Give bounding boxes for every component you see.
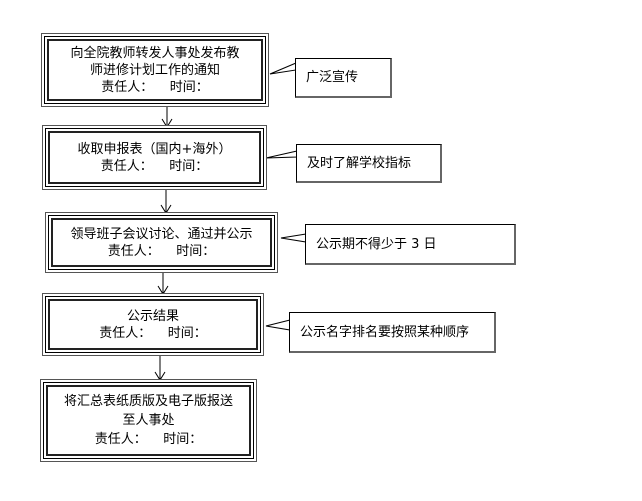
step-responsible: 责任人： 时间：: [101, 79, 209, 95]
callout-text: 及时了解学校指标: [307, 155, 412, 171]
callout-text: 公示期不得少于 3 日: [316, 236, 437, 252]
callout-pointer-1: [269, 62, 297, 75]
flow-step-2: 收取申报表（国内+海外） 责任人： 时间：: [45, 128, 264, 187]
callout-note-2: 及时了解学校指标: [296, 144, 442, 183]
step-text: 将汇总表纸质版及电子版报送: [63, 394, 233, 409]
callout-note-3: 公示期不得少于 3 日: [305, 224, 516, 265]
callout-text: 公示名字排名要按照某种顺序: [300, 324, 470, 340]
step-frame: [48, 131, 261, 184]
callout-text: 广泛宣传: [306, 70, 359, 85]
step-responsible: 责任人： 时间：: [94, 432, 203, 447]
step-responsible: 责任人： 时间：: [107, 243, 216, 259]
step-text: 至人事处: [122, 413, 175, 428]
arrowhead-1-2: [161, 118, 173, 128]
step-text: 收取申报表（国内+海外）: [77, 141, 232, 157]
arrowhead-3-4: [157, 285, 169, 295]
step-responsible: 责任人： 时间：: [99, 325, 207, 341]
step-frame: [48, 299, 258, 350]
callout-pointer-2: [265, 150, 298, 159]
flow-step-1: 向全院教师转发人事处发布教 师进修计划工作的通知 责任人： 时间：: [44, 36, 266, 104]
step-text: 领导班子会议讨论、通过并公示: [70, 226, 253, 242]
step-responsible: 责任人： 时间：: [100, 158, 209, 174]
step-frame: [46, 385, 251, 456]
arrowhead-2-3: [160, 204, 172, 214]
step-text: 向全院教师转发人事处发布教: [70, 45, 240, 61]
callout-note-4: 公示名字排名要按照某种顺序: [289, 312, 496, 353]
step-frame: [51, 218, 272, 267]
step-frame: [47, 39, 263, 101]
step-text: 师进修计划工作的通知: [89, 62, 220, 78]
callout-pointer-4: [265, 319, 291, 331]
callout-note-1: 广泛宣传: [295, 58, 392, 98]
flow-step-5: 将汇总表纸质版及电子版报送 至人事处 责任人： 时间：: [43, 382, 254, 459]
arrowhead-4-5: [154, 371, 166, 381]
callout-pointer-3: [280, 233, 307, 243]
flow-step-3: 领导班子会议讨论、通过并公示 责任人： 时间：: [48, 215, 275, 270]
step-text: 公示结果: [126, 308, 179, 324]
flow-step-4: 公示结果 责任人： 时间：: [45, 296, 261, 353]
